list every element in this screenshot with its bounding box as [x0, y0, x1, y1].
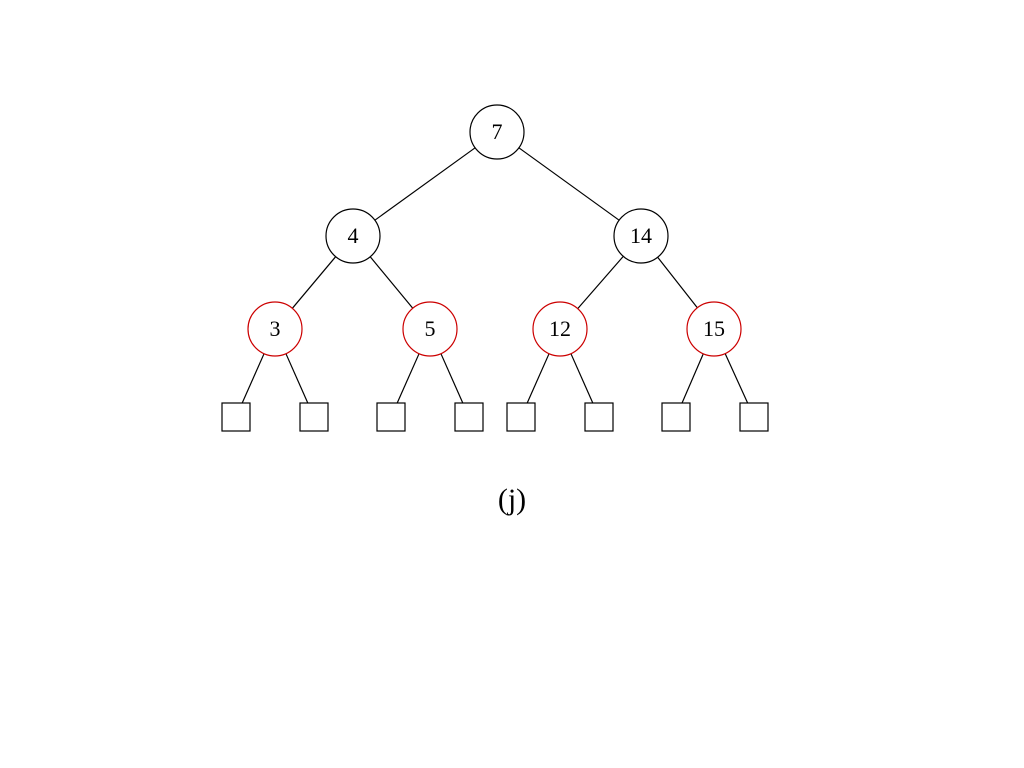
red-node-circle — [402, 301, 458, 357]
tree-edge-n5-l3 — [396, 353, 420, 404]
figure-caption: (j) — [497, 483, 527, 516]
tree-node-3: 3 — [247, 301, 303, 357]
tree-edge-n14-n12 — [577, 255, 624, 310]
node-label: 12 — [549, 316, 571, 341]
black-node-circle — [613, 208, 669, 264]
nil-leaf-l7 — [661, 402, 691, 432]
tree-node-14: 14 — [613, 208, 669, 264]
tree-node-7: 7 — [469, 104, 525, 160]
tree-edge-n7-n4 — [374, 147, 476, 221]
tree-leaves — [221, 402, 769, 432]
tree-node-15: 15 — [686, 301, 742, 357]
red-node-circle — [532, 301, 588, 357]
black-node-circle — [325, 208, 381, 264]
nil-leaf-l5 — [506, 402, 536, 432]
red-node-circle — [686, 301, 742, 357]
tree-edge-n4-n5 — [369, 256, 414, 309]
node-label: 15 — [703, 316, 725, 341]
black-node-circle — [469, 104, 525, 160]
node-label: 7 — [492, 119, 503, 144]
node-label: 14 — [630, 223, 652, 248]
nil-leaf-l4 — [454, 402, 484, 432]
tree-edge-n5-l4 — [440, 353, 464, 404]
nil-leaf-l1 — [221, 402, 251, 432]
nil-leaf-l3 — [376, 402, 406, 432]
tree-edge-n15-l7 — [681, 353, 704, 404]
tree-edge-n3-l2 — [285, 353, 309, 404]
tree-edge-n4-n3 — [291, 256, 337, 309]
node-label: 3 — [270, 316, 281, 341]
nil-leaf-l6 — [584, 402, 614, 432]
tree-edge-n14-n15 — [657, 256, 698, 309]
tree-edge-n3-l1 — [241, 353, 265, 404]
tree-node-4: 4 — [325, 208, 381, 264]
tree-edge-n15-l8 — [724, 353, 749, 404]
node-label: 4 — [348, 223, 359, 248]
tree-edge-n7-n14 — [518, 147, 620, 221]
tree-node-12: 12 — [532, 301, 588, 357]
tree-nodes: 7 4 14 3 5 12 15 — [247, 104, 742, 357]
nil-leaf-l2 — [299, 402, 329, 432]
tree-edges — [241, 147, 749, 404]
tree-node-5: 5 — [402, 301, 458, 357]
nil-leaf-l8 — [739, 402, 769, 432]
tree-edge-n12-l5 — [526, 353, 550, 404]
tree-edge-n12-l6 — [570, 353, 594, 404]
red-node-circle — [247, 301, 303, 357]
node-label: 5 — [425, 316, 436, 341]
